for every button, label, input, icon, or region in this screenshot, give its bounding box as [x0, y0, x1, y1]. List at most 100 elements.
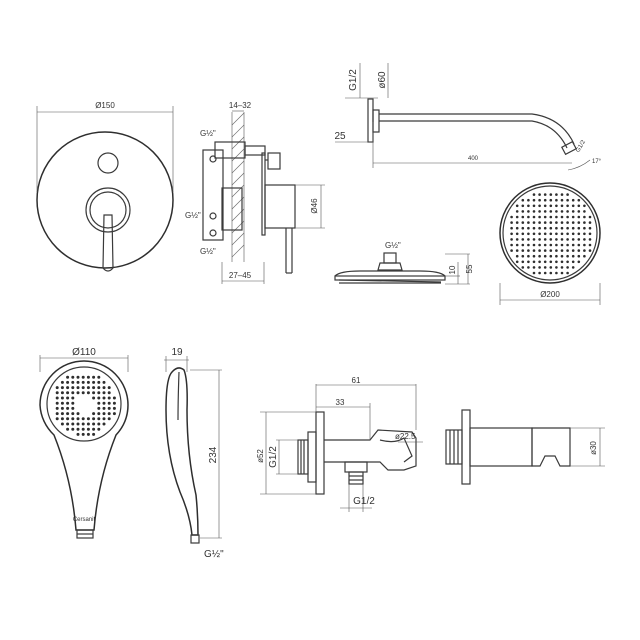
- nozzle-dot: [521, 243, 525, 247]
- nozzle-dot: [555, 193, 558, 196]
- nozzle-dot: [66, 375, 70, 379]
- nozzle-dot: [543, 198, 547, 202]
- nozzle-dot: [527, 226, 530, 230]
- head-diameter-label: Ø200: [540, 290, 560, 299]
- nozzle-dot: [102, 391, 106, 395]
- nozzle-dot: [521, 226, 525, 230]
- nozzle-dot: [555, 238, 558, 241]
- nozzle-dot: [81, 391, 85, 395]
- nozzle-dot: [92, 417, 96, 421]
- nozzle-dot: [71, 417, 75, 421]
- nozzle-dot: [543, 215, 547, 219]
- nozzle-dot: [560, 249, 564, 252]
- head-height-dim-2: 55: [465, 264, 474, 273]
- nozzle-dot: [543, 266, 547, 269]
- nozzle-dot: [571, 243, 575, 247]
- nozzle-dot: [566, 226, 569, 230]
- mixer-side-view: 14–32 27–45 Ø46 G½" G½" G½": [185, 101, 325, 284]
- head-thread-label: G½": [385, 241, 401, 250]
- nozzle-dot: [549, 210, 553, 213]
- nozzle-dot: [102, 412, 106, 416]
- nozzle-dot: [560, 210, 564, 213]
- nozzle-dot: [515, 254, 519, 258]
- nozzle-dot: [566, 210, 569, 213]
- nozzle-dot: [566, 249, 569, 252]
- nozzle-dot: [560, 271, 564, 275]
- nozzle-dot: [86, 422, 90, 426]
- nozzle-dot: [577, 204, 581, 208]
- nozzle-dot: [76, 380, 80, 384]
- nozzle-dot: [521, 249, 525, 252]
- outlet-part-length-label: 33: [336, 398, 345, 407]
- nozzle-dot: [527, 260, 530, 264]
- nozzle-dot: [76, 386, 80, 390]
- nozzle-dot: [560, 243, 564, 247]
- nozzle-dot: [97, 412, 101, 416]
- nozzle-dot: [538, 260, 541, 264]
- nozzle-dot: [549, 271, 553, 275]
- nozzle-dot: [97, 396, 101, 400]
- nozzle-dot: [97, 380, 101, 384]
- nozzle-dot: [66, 401, 70, 405]
- nozzle-dot: [549, 204, 553, 208]
- nozzle-dot: [107, 391, 111, 395]
- nozzle-dot: [527, 249, 530, 252]
- nozzle-dot: [538, 198, 541, 202]
- nozzle-dot: [71, 427, 75, 431]
- nozzle-dot: [560, 232, 564, 236]
- nozzle-dot: [521, 232, 525, 236]
- nozzle-dot: [543, 238, 547, 241]
- nozzle-dot: [577, 221, 581, 224]
- hand-shower-thread-label: G½": [204, 549, 224, 560]
- nozzle-dot: [521, 215, 525, 219]
- nozzle-dot: [543, 271, 547, 275]
- nozzle-dot: [532, 243, 536, 247]
- mixer-cover-plate: [36, 131, 174, 269]
- nozzle-dot: [66, 406, 70, 410]
- nozzle-dot: [60, 380, 64, 384]
- mixer-bottom-dim: 27–45: [229, 271, 252, 280]
- nozzle-dot: [97, 422, 101, 426]
- head-disc: [499, 182, 601, 284]
- nozzle-dot: [60, 412, 64, 416]
- nozzle-dot: [560, 221, 564, 224]
- nozzle-dot: [577, 215, 581, 219]
- nozzle-dot: [538, 204, 541, 208]
- nozzle-dot: [107, 412, 111, 416]
- nozzle-dot: [521, 204, 525, 208]
- nozzle-dot: [560, 204, 564, 208]
- outlet-bottom-thread-label: G1/2: [353, 496, 375, 507]
- nozzle-dot: [510, 221, 513, 224]
- nozzle-dot: [81, 432, 85, 436]
- nozzle-dot: [543, 204, 547, 208]
- nozzle-dot: [538, 232, 541, 236]
- nozzle-dot: [549, 243, 553, 247]
- nozzle-dot: [588, 215, 592, 219]
- nozzle-dot: [60, 391, 64, 395]
- nozzle-dot: [555, 243, 558, 247]
- nozzle-dot: [97, 427, 101, 431]
- nozzle-dot: [549, 232, 553, 236]
- nozzle-dot: [577, 226, 581, 230]
- arm-tip: [561, 140, 577, 156]
- arm-dia-label: ø60: [377, 71, 388, 89]
- shower-head-side-view: G½" 10 55: [334, 241, 474, 285]
- nozzle-dot: [532, 198, 536, 202]
- nozzle-dot: [538, 254, 541, 258]
- nozzle-dot: [549, 226, 553, 230]
- nozzle-dot: [86, 432, 90, 436]
- cartridge-housing: [221, 187, 243, 231]
- nozzle-dot: [97, 417, 101, 421]
- hand-shower-diameter-label: Ø110: [72, 347, 96, 358]
- arm-angle-label: 17°: [592, 159, 602, 165]
- nozzle-dot: [55, 391, 59, 395]
- nozzle-dot: [588, 226, 592, 230]
- nozzle-dot: [102, 380, 106, 384]
- nozzle-dot: [527, 210, 530, 213]
- arm-wall-flange: [367, 98, 374, 143]
- nozzle-dot: [527, 254, 530, 258]
- nozzle-dot: [549, 238, 553, 241]
- nozzle-dot: [566, 260, 569, 264]
- nozzle-dot: [532, 271, 536, 275]
- hand-shower-side-connector: [190, 534, 200, 544]
